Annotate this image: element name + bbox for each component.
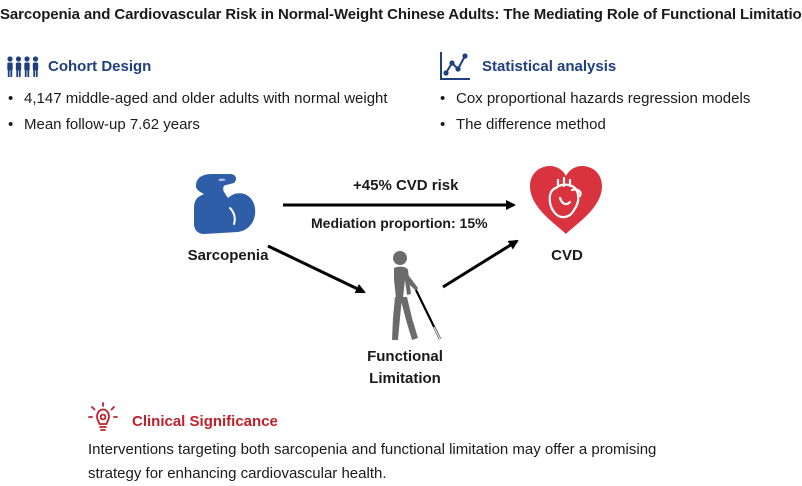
functional-to-cvd-arrow	[442, 239, 519, 289]
stats-list: Cox proportional hazards regression mode…	[438, 89, 750, 141]
list-item: 4,147 middle-aged and older adults with …	[6, 89, 388, 109]
functional-label-line1: Functional	[367, 348, 443, 365]
heart-icon	[528, 164, 604, 241]
line-chart-icon	[438, 50, 472, 87]
list-item: The difference method	[438, 115, 750, 135]
clinical-text-line2: strategy for enhancing cardiovascular he…	[88, 465, 387, 482]
functional-label-line2: Limitation	[369, 370, 441, 387]
direct-effect-label: +45% CVD risk	[353, 177, 459, 194]
stats-heading: Statistical analysis	[482, 58, 617, 75]
clinical-text-line1: Interventions targeting both sarcopenia …	[88, 441, 657, 458]
list-item: Cox proportional hazards regression mode…	[438, 89, 750, 109]
lightbulb-gear-icon	[88, 402, 118, 437]
clinical-text: Interventions targeting both sarcopenia …	[88, 438, 788, 486]
mediation-proportion-label: Mediation proportion: 15%	[311, 215, 488, 231]
cohort-heading: Cohort Design	[48, 58, 152, 75]
cohort-list: 4,147 middle-aged and older adults with …	[6, 89, 388, 141]
sarcopenia-label: Sarcopenia	[187, 247, 269, 264]
list-item: Mean follow-up 7.62 years	[6, 115, 388, 135]
sarcopenia-to-functional-arrow	[267, 244, 366, 294]
flexed-arm-icon	[190, 168, 262, 243]
clinical-heading: Clinical Significance	[132, 413, 278, 430]
mediation-diagram: Sarcopenia CVD Functi	[0, 150, 802, 400]
people-group-icon	[6, 56, 40, 83]
cvd-label: CVD	[551, 247, 583, 264]
page-title: Sarcopenia and Cardiovascular Risk in No…	[0, 6, 802, 23]
functional-limitation-label: Functional Limitation	[350, 346, 460, 390]
person-with-cane-icon	[378, 250, 448, 347]
